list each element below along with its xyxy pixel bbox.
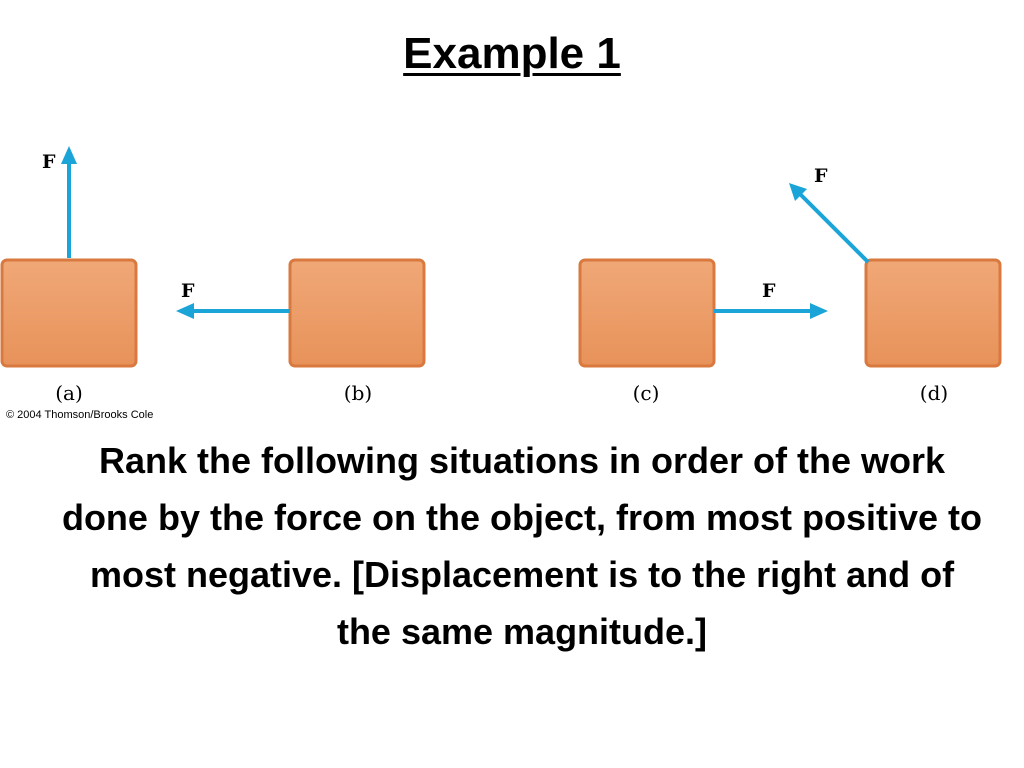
question-text: Rank the following situations in order o… [61,440,983,652]
panel-d: F (d) [789,165,1002,405]
panel-c: F (c) [578,258,828,405]
slide-title: Example 1 [403,29,621,78]
panel-b: F (b) [176,258,426,405]
panel-label-b: (b) [344,381,372,405]
force-arrowhead-a [61,146,77,164]
force-arrowhead-c [810,303,828,319]
block-c [578,258,716,368]
block-b [288,258,426,368]
force-label-a: F [42,151,56,173]
panel-label-d: (d) [920,381,948,405]
panel-label-c: (c) [633,381,660,405]
force-label-c: F [762,280,776,302]
block-d [864,258,1002,368]
panel-a: F (a) [0,146,138,405]
force-arrow-d [798,192,870,264]
force-label-d: F [814,165,828,187]
panel-label-a: (a) [55,381,83,405]
force-arrowhead-b [176,303,194,319]
block-a [0,258,138,368]
force-label-b: F [181,280,195,302]
force-arrowhead-d [789,183,807,201]
force-diagram: F (a) F (b) F (c) F (d) [0,146,1002,405]
copyright-notice: © 2004 Thomson/Brooks Cole [6,409,154,421]
